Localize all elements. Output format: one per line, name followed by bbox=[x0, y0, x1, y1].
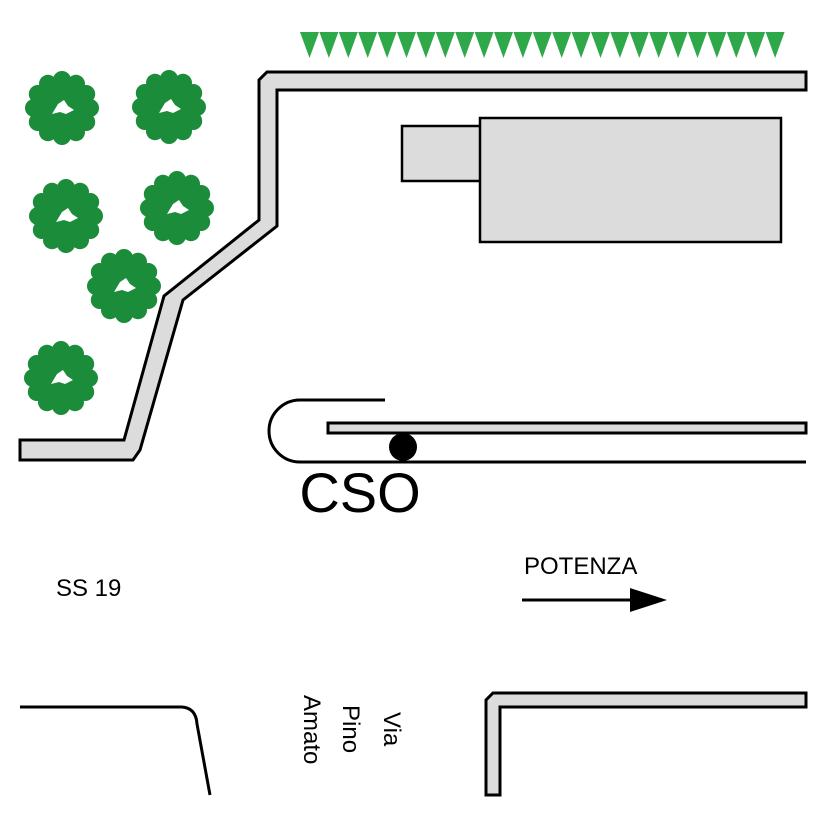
road-label-ss19: SS 19 bbox=[56, 575, 121, 602]
hedge-triangle bbox=[319, 32, 339, 58]
hedge-icon bbox=[300, 32, 785, 58]
tree-icon bbox=[25, 71, 99, 145]
hedge-triangle bbox=[707, 32, 727, 58]
tree-icon bbox=[132, 70, 206, 144]
tree-icon bbox=[24, 341, 98, 415]
hedge-triangle bbox=[629, 32, 649, 58]
tree-icon bbox=[140, 171, 214, 245]
hedge-triangle bbox=[532, 32, 552, 58]
hedge-triangle bbox=[358, 32, 378, 58]
hedge-triangle bbox=[338, 32, 358, 58]
direction-arrow-icon bbox=[522, 588, 667, 612]
hedge-triangle bbox=[513, 32, 533, 58]
hedge-triangle bbox=[552, 32, 572, 58]
hedge-triangle bbox=[494, 32, 513, 58]
station-marker-icon bbox=[389, 433, 417, 461]
hedge-triangle bbox=[300, 32, 319, 58]
hedge-triangle bbox=[668, 32, 688, 58]
median-strip bbox=[326, 421, 808, 435]
lower-left-curb bbox=[20, 705, 212, 796]
tree-icon bbox=[87, 249, 161, 323]
hedge-triangle bbox=[688, 32, 707, 58]
hedge-triangle bbox=[726, 32, 746, 58]
side-street-line-2: Pino bbox=[337, 705, 364, 753]
lower-right-sidewalk bbox=[484, 691, 808, 797]
hedge-triangle bbox=[455, 32, 475, 58]
hedge-triangle bbox=[746, 32, 766, 58]
tree-icon bbox=[29, 179, 103, 253]
hedge-triangle bbox=[610, 32, 630, 58]
building-wing bbox=[400, 124, 484, 183]
hedge-triangle bbox=[649, 32, 669, 58]
hedge-triangle bbox=[474, 32, 494, 58]
building-main bbox=[478, 116, 783, 244]
side-street-line-1: Via bbox=[378, 712, 405, 747]
tree-group bbox=[24, 70, 214, 415]
hedge-triangle bbox=[765, 32, 785, 58]
hedge-triangle bbox=[591, 32, 610, 58]
hedge-triangle bbox=[397, 32, 416, 58]
hedge-triangle bbox=[435, 32, 455, 58]
hedge-triangle bbox=[571, 32, 591, 58]
side-street-label: Via Pino Amato bbox=[298, 695, 405, 764]
upper-sidewalk bbox=[18, 70, 808, 462]
side-street-line-3: Amato bbox=[298, 695, 325, 764]
direction-label: POTENZA bbox=[524, 553, 637, 580]
hedge-triangle bbox=[377, 32, 397, 58]
hedge-triangle bbox=[416, 32, 436, 58]
station-label: CSO bbox=[299, 461, 420, 524]
layby-curb bbox=[267, 398, 806, 464]
